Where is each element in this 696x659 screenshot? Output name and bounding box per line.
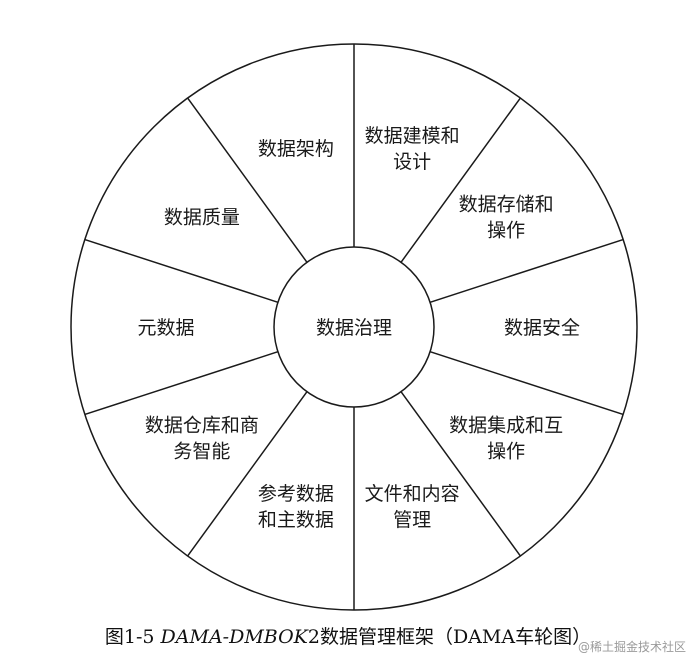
segment-label: 数据质量 <box>164 206 240 228</box>
spoke-line <box>429 351 624 416</box>
spoke-line <box>400 97 521 263</box>
spoke-line <box>187 391 308 557</box>
spoke-line <box>84 351 279 416</box>
segment-label: 数据存储和操作 <box>459 193 554 241</box>
segment-label-line: 数据存储和 <box>459 193 554 215</box>
segment-label-line: 数据架构 <box>258 138 334 160</box>
segment-label: 参考数据和主数据 <box>258 483 334 531</box>
segment-label: 数据仓库和商务智能 <box>145 415 259 463</box>
spoke-line <box>429 238 624 303</box>
segment-label-line: 数据集成和互 <box>449 415 563 437</box>
segment-label-line: 数据建模和 <box>365 125 460 147</box>
segment-label-line: 管理 <box>393 509 431 531</box>
spoke-line <box>187 97 308 263</box>
segment-label: 数据架构 <box>258 138 334 160</box>
segment-label-line: 元数据 <box>137 317 194 339</box>
hub-label: 数据治理 <box>316 317 392 339</box>
segment-label-line: 操作 <box>487 219 525 241</box>
segment-label-line: 数据质量 <box>164 206 240 228</box>
segment-label-line: 数据仓库和商 <box>145 415 259 437</box>
segment-label: 文件和内容管理 <box>365 483 460 531</box>
segment-label: 数据建模和设计 <box>365 125 460 173</box>
segment-label-line: 操作 <box>487 441 525 463</box>
segment-label-line: 和主数据 <box>258 509 334 531</box>
segment-label-line: 设计 <box>393 151 431 173</box>
figure-caption: 图1-5 DAMA-DMBOK2数据管理框架（DAMA车轮图） <box>0 622 696 649</box>
watermark-text: @稀土掘金技术社区 <box>577 640 686 654</box>
segment-label: 元数据 <box>137 317 194 339</box>
segment-label-line: 文件和内容 <box>365 483 460 505</box>
caption-italic: DAMA-DMBOK <box>160 626 308 648</box>
spoke-line <box>400 391 521 557</box>
segment-label-line: 参考数据 <box>258 483 334 505</box>
segment-label: 数据安全 <box>504 317 580 339</box>
dama-wheel-diagram: 数据治理 数据架构数据建模和设计数据存储和操作数据安全数据集成和互操作文件和内容… <box>70 43 638 611</box>
caption-prefix: 图1-5 <box>104 626 161 648</box>
caption-suffix: 2数据管理框架（DAMA车轮图） <box>307 626 592 648</box>
segment-label-line: 数据安全 <box>504 317 580 339</box>
spoke-line <box>84 238 279 303</box>
segment-label-line: 务智能 <box>173 441 230 463</box>
hub-circle <box>273 246 435 408</box>
segment-label: 数据集成和互操作 <box>449 415 563 463</box>
